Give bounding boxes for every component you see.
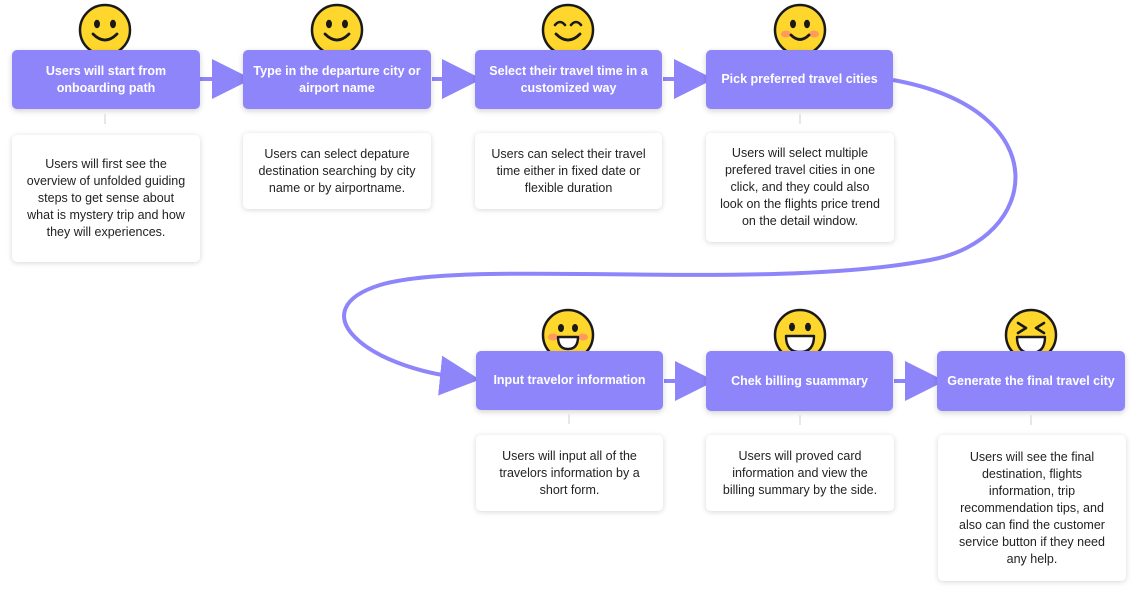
note-travel-time: Users can select their travel time eithe…	[475, 133, 662, 209]
step-travel-time[interactable]: Select their travel time in a customized…	[475, 50, 662, 109]
step-onboarding[interactable]: Users will start from onboarding path	[12, 50, 200, 109]
step-departure-city[interactable]: Type in the departure city or airport na…	[243, 50, 431, 109]
note-connector	[1030, 415, 1032, 425]
grin-icon	[773, 308, 827, 362]
note-final-city: Users will see the final destination, fl…	[938, 435, 1126, 581]
note-connector	[799, 114, 801, 124]
step-travel-cities[interactable]: Pick preferred travel cities	[706, 50, 893, 109]
note-connector	[799, 415, 801, 425]
note-onboarding: Users will first see the overview of unf…	[12, 135, 200, 262]
step-billing-summary[interactable]: Chek billing suammary	[706, 351, 893, 411]
happy-closed-eyes-icon	[541, 3, 595, 57]
note-travel-cities: Users will select multiple prefered trav…	[706, 133, 894, 242]
note-connector	[568, 414, 570, 424]
note-connector	[104, 114, 106, 124]
curve-step4-to-step5	[342, 78, 1018, 396]
smile-icon	[78, 3, 132, 57]
blushing-grin-icon	[541, 308, 595, 362]
step-traveler-info[interactable]: Input travelor information	[476, 351, 663, 410]
note-departure-city: Users can select depature destination se…	[243, 133, 431, 209]
note-traveler-info: Users will input all of the travelors in…	[476, 435, 663, 511]
blushing-smile-icon	[773, 3, 827, 57]
note-billing-summary: Users will proved card information and v…	[706, 435, 894, 511]
smile-icon	[310, 3, 364, 57]
step-final-city[interactable]: Generate the final travel city	[937, 351, 1125, 411]
